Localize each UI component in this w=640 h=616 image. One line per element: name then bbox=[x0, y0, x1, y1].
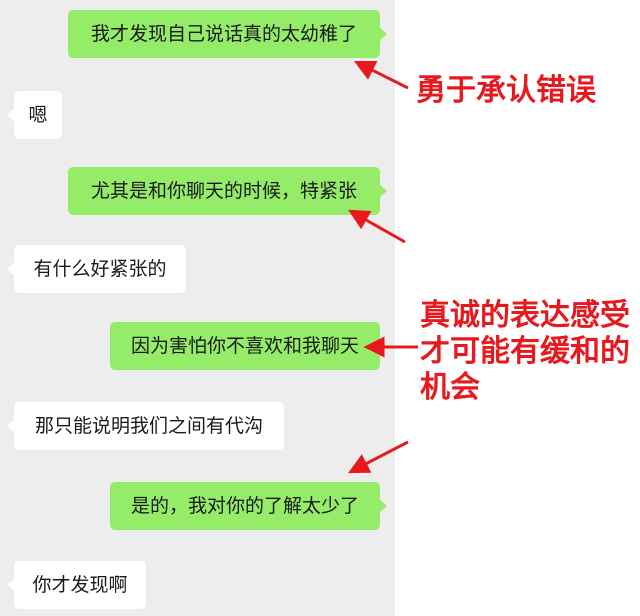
arrow-admit-mistake bbox=[353, 60, 409, 90]
message-bubble-received[interactable]: 有什么好紧张的 bbox=[7, 245, 186, 293]
annotation-admit-mistake: 勇于承认错误 bbox=[416, 73, 596, 108]
annotation-sincere-line3: 机会 bbox=[420, 370, 480, 405]
chat-panel: 我才发现自己说话真的太幼稚了 嗯 尤其是和你聊天的时候，特紧张 有什么好紧张的 … bbox=[0, 0, 395, 616]
annotation-sincere-line1: 真诚的表达感受 bbox=[420, 298, 630, 333]
annotation-sincere-line2: 才可能有缓和的 bbox=[420, 334, 630, 369]
message-bubble-sent[interactable]: 尤其是和你聊天的时候，特紧张 bbox=[68, 167, 387, 215]
message-bubble-received[interactable]: 那只能说明我们之间有代沟 bbox=[7, 402, 284, 450]
message-bubble-sent[interactable]: 是的，我对你的了解太少了 bbox=[110, 482, 387, 530]
message-bubble-sent[interactable]: 因为害怕你不喜欢和我聊天 bbox=[110, 322, 387, 370]
arrow-understanding bbox=[348, 440, 409, 474]
arrow-tension bbox=[348, 209, 406, 244]
message-bubble-received[interactable]: 你才发现啊 bbox=[7, 561, 146, 609]
message-bubble-sent[interactable]: 我才发现自己说话真的太幼稚了 bbox=[68, 10, 387, 58]
message-bubble-received[interactable]: 嗯 bbox=[7, 91, 62, 139]
